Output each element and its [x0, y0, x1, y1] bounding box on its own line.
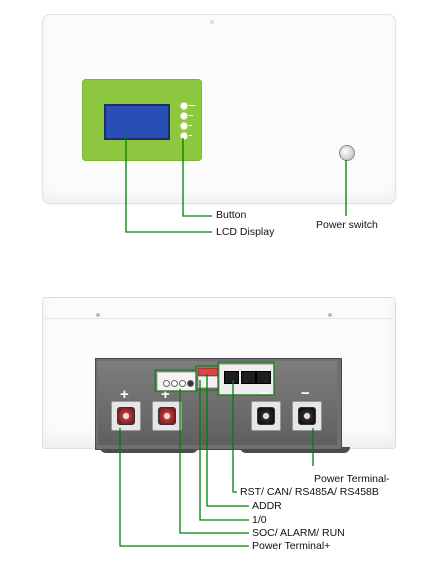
positive-terminal-1[interactable] — [111, 401, 141, 431]
power-switch-knob[interactable] — [339, 145, 355, 161]
screw-hole-front — [210, 20, 214, 24]
callout-indicators: SOC/ ALARM/ RUN — [252, 527, 345, 539]
plus-sign-2: + — [161, 386, 170, 403]
addr-dip-switch[interactable] — [198, 368, 218, 376]
minus-sign-1: − — [260, 385, 269, 402]
rst-port[interactable] — [224, 371, 239, 384]
callout-comm-ports: RST/ CAN/ RS485A/ RS458B — [240, 486, 379, 498]
rs485-port[interactable] — [256, 371, 271, 384]
panel-button-4[interactable] — [180, 132, 188, 140]
screw-right — [328, 313, 332, 317]
negative-terminal-1[interactable] — [251, 401, 281, 431]
lcd-display-screen — [104, 104, 170, 140]
panel-button-2[interactable] — [180, 112, 188, 120]
callout-power-switch: Power switch — [316, 219, 378, 231]
button-legend-marks — [189, 103, 197, 139]
foot-right — [240, 447, 350, 453]
callout-addr: ADDR — [252, 500, 282, 512]
run-indicator — [179, 380, 186, 387]
can-port[interactable] — [241, 371, 256, 384]
housing-seam — [42, 318, 394, 319]
addr-label-plate — [198, 376, 218, 388]
callout-lcd-display: LCD Display — [216, 226, 275, 238]
negative-terminal-2[interactable] — [292, 401, 322, 431]
callout-power-terminal-minus: Power Terminal- — [314, 473, 390, 485]
positive-terminal-2[interactable] — [152, 401, 182, 431]
panel-button-3[interactable] — [180, 122, 188, 130]
io-switch[interactable] — [187, 380, 194, 387]
minus-sign-2: − — [301, 385, 310, 402]
alarm-indicator — [171, 380, 178, 387]
callout-button: Button — [216, 209, 247, 221]
panel-button-1[interactable] — [180, 102, 188, 110]
callout-power-terminal-plus: Power Terminal+ — [252, 540, 331, 552]
plus-sign-1: + — [120, 386, 129, 403]
callout-io: 1/0 — [252, 514, 267, 526]
screw-left — [96, 313, 100, 317]
